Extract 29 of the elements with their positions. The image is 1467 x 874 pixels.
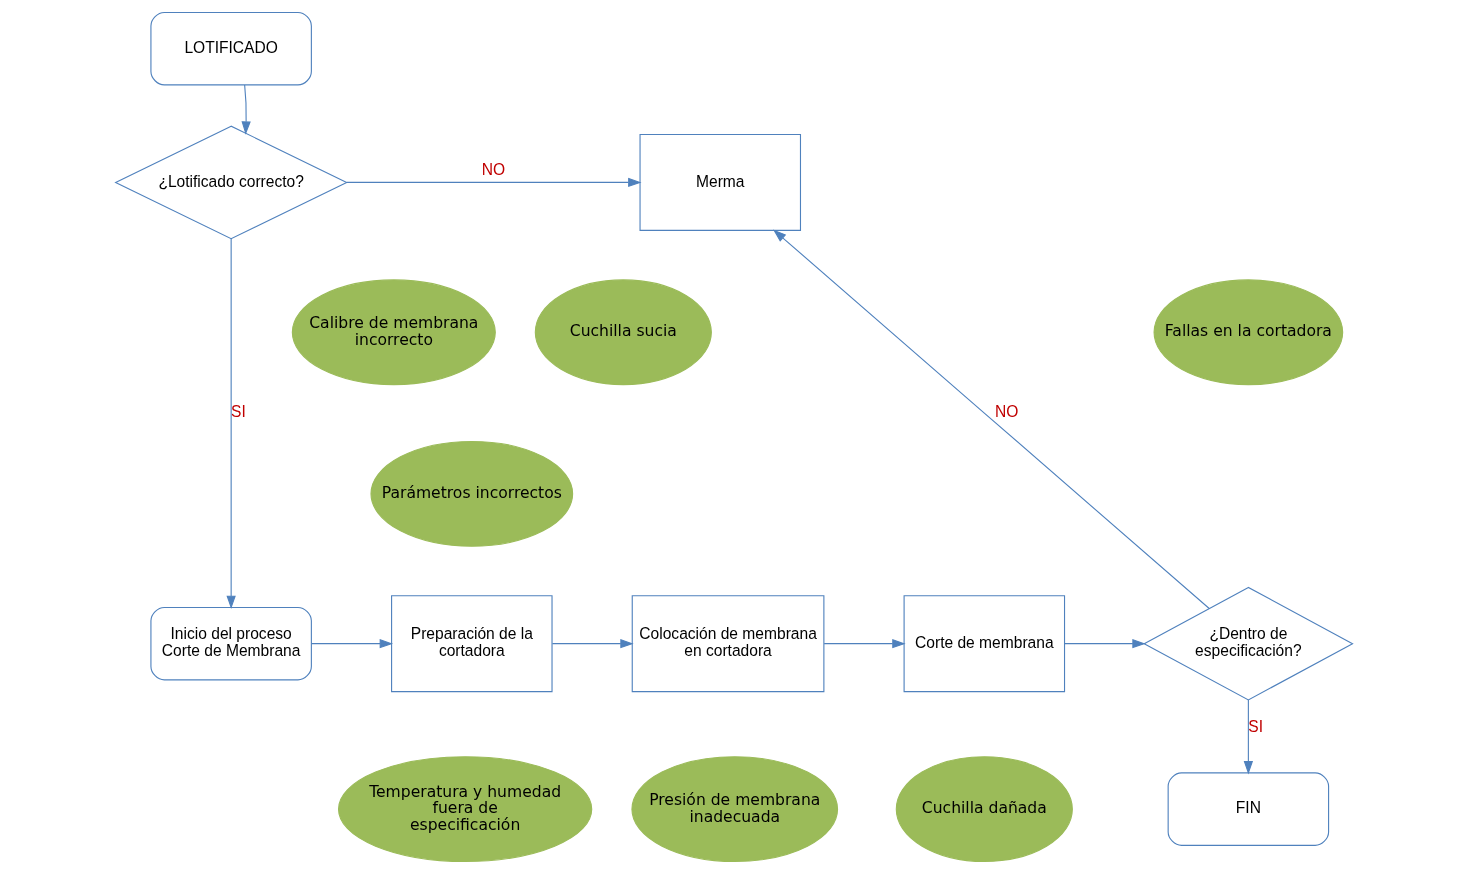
node-box: FIN xyxy=(1167,772,1329,846)
arrow xyxy=(1063,639,1146,649)
edge-label: SI xyxy=(1247,718,1263,736)
node-ellipse: Cuchilla dañada xyxy=(895,756,1073,863)
node-diamond: ¿Lotificado correcto? xyxy=(113,125,348,240)
node-diamond: ¿Dentro de especificación? xyxy=(1142,586,1354,701)
node-ellipse: Cuchilla sucia xyxy=(534,279,712,386)
arrow xyxy=(1243,699,1253,775)
arrow xyxy=(772,229,1210,610)
arrow xyxy=(310,639,393,649)
edge-label: SI xyxy=(230,403,246,421)
edge-label: NO xyxy=(994,403,1018,421)
node-box: Merma xyxy=(639,133,801,231)
arrow xyxy=(240,84,251,135)
node-box: Inicio del proceso Corte de Membrana xyxy=(149,606,312,681)
arrow xyxy=(823,639,906,649)
arrow xyxy=(225,238,236,610)
node-ellipse: Presión de membrana inadecuada xyxy=(630,756,838,863)
edge-label: NO xyxy=(481,160,505,178)
node-ellipse: Fallas en la cortadora xyxy=(1153,279,1343,386)
node-ellipse: Calibre de membrana incorrecto xyxy=(291,279,496,386)
node-box: Preparación de la cortadora xyxy=(390,595,553,693)
node-ellipse: Temperatura y humedad fuera de especificación xyxy=(337,756,592,863)
node-box: Corte de membrana xyxy=(903,595,1065,693)
node-box: LOTIFICADO xyxy=(149,11,312,86)
arrow xyxy=(345,177,641,188)
node-box: Colocación de membrana en cortadora xyxy=(631,595,824,693)
node-ellipse: Parámetros incorrectos xyxy=(369,440,573,547)
arrow xyxy=(551,639,634,649)
